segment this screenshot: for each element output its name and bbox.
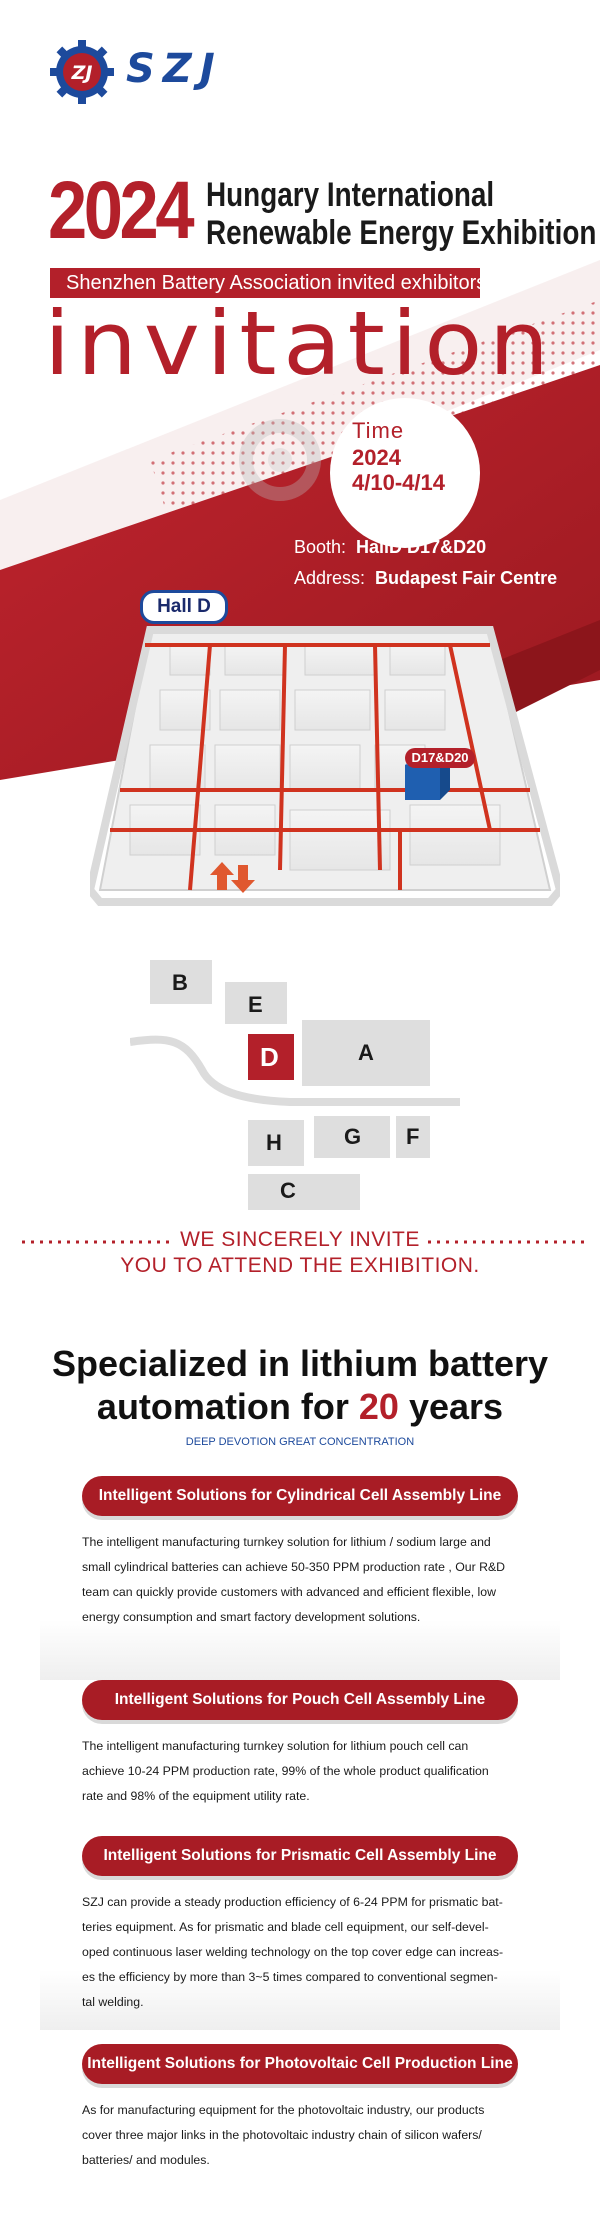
time-year: 2024 xyxy=(352,445,401,470)
invitation-heading: invitation xyxy=(44,292,556,395)
hall-d-block xyxy=(248,1034,294,1080)
hall-f-block xyxy=(396,1116,430,1158)
hall-g-block xyxy=(314,1116,390,1158)
booth-value: HallD D17&D20 xyxy=(356,537,487,557)
association-banner: Shenzhen Battery Association invited exh… xyxy=(50,268,486,298)
exhibition-title: Hungary International Renewable Energy E… xyxy=(206,176,596,252)
solution-line: SZJ can provide a steady production effi… xyxy=(82,1895,503,1909)
event-year: 2024 xyxy=(48,165,195,256)
solution-body-pouch: The intelligent manufacturing turnkey so… xyxy=(82,1734,522,1809)
time-label: Time xyxy=(352,418,405,443)
site-plan-road xyxy=(130,1035,460,1106)
specialization-heading-line2: automation for 20 years xyxy=(0,1386,600,1428)
solution-title-photovoltaic: Intelligent Solutions for Photovoltaic C… xyxy=(82,2044,518,2084)
solution-title-pouch: Intelligent Solutions for Pouch Cell Ass… xyxy=(82,1680,518,1720)
site-plan: B E D A H G F C xyxy=(130,960,470,1210)
solution-line: As for manufacturing equipment for the p… xyxy=(82,2103,485,2117)
hall-d-label: D xyxy=(260,1042,279,1072)
solution-line: cover three major links in the photovolt… xyxy=(82,2128,482,2142)
address-value: Budapest Fair Centre xyxy=(375,568,558,588)
brand-logo: ZJ SZJ xyxy=(50,40,250,104)
hall-b-block xyxy=(150,960,212,1004)
exhibition-title-line1: Hungary International xyxy=(206,176,495,214)
hall-d-tag: Hall D xyxy=(140,590,228,624)
exhibition-title-line2: Renewable Energy Exhibition xyxy=(206,214,597,252)
gear-logo-icon: ZJ xyxy=(50,40,114,104)
hall-wall xyxy=(90,626,560,906)
brand-name: SZJ xyxy=(126,46,223,92)
time-dates: 4/10-4/14 xyxy=(352,470,445,495)
booth-label: Booth: xyxy=(294,537,347,557)
solution-line: oped continuous laser welding technology… xyxy=(82,1945,504,1959)
machine-photo-background xyxy=(40,1620,560,1680)
solution-line: tal welding. xyxy=(82,1995,144,2009)
specialization-heading-line1: Specialized in lithium battery xyxy=(51,1343,549,1384)
dotted-rule-left xyxy=(22,1240,172,1244)
solution-line: The intelligent manufacturing turnkey so… xyxy=(82,1535,491,1549)
booth-number-tag: D17&D20 xyxy=(405,748,475,768)
solution-line: The intelligent manufacturing turnkey so… xyxy=(82,1739,469,1753)
booth-info: Booth: HallD D17&D20 xyxy=(294,537,486,558)
hall-e-block xyxy=(225,982,287,1024)
machine-photo-background xyxy=(40,1970,560,2030)
logo-monogram: ZJ xyxy=(71,62,93,84)
solution-line: batteries/ and modules. xyxy=(82,2153,210,2167)
hall-floor-map xyxy=(90,626,560,906)
solution-body-prismatic: SZJ can provide a steady production effi… xyxy=(82,1890,522,2015)
solution-line: team can quickly provide customers with … xyxy=(82,1585,496,1599)
solution-body-photovoltaic: As for manufacturing equipment for the p… xyxy=(82,2098,522,2173)
invite-text-line1: WE SINCERELY INVITE xyxy=(180,1228,420,1251)
spec-prefix: automation for xyxy=(96,1386,359,1427)
spec-suffix: years xyxy=(398,1386,504,1427)
address-label: Address: xyxy=(294,568,366,588)
hall-f-label: F xyxy=(406,1124,420,1149)
time-circle xyxy=(330,398,480,548)
solution-title-prismatic: Intelligent Solutions for Prismatic Cell… xyxy=(82,1836,518,1876)
tagline: DEEP DEVOTION GREAT CONCENTRATION xyxy=(185,1436,415,1448)
hall-e-label: E xyxy=(248,992,263,1017)
solution-line: teries equipment. As for prismatic and b… xyxy=(82,1920,489,1934)
hall-g-label: G xyxy=(344,1124,362,1149)
hall-a-label: A xyxy=(358,1040,374,1065)
hall-h-label: H xyxy=(266,1130,282,1155)
solution-line: achieve 10-24 PPM production rate, 99% o… xyxy=(82,1764,489,1778)
solution-line: rate and 98% of the equipment utility ra… xyxy=(82,1789,310,1803)
hall-c-label: C xyxy=(280,1178,296,1203)
solution-title-cylindrical: Intelligent Solutions for Cylindrical Ce… xyxy=(82,1476,518,1516)
hall-c-block xyxy=(248,1174,360,1210)
hall-b-label: B xyxy=(172,970,188,995)
invite-text-line2: YOU TO ATTEND THE EXHIBITION. xyxy=(120,1254,480,1277)
hall-h-block xyxy=(248,1120,304,1166)
solution-line: small cylindrical batteries can achieve … xyxy=(82,1560,506,1574)
address-info: Address: Budapest Fair Centre xyxy=(294,568,557,589)
solution-line: es the efficiency by more than 3~5 times… xyxy=(82,1970,498,1984)
solution-line: energy consumption and smart factory dev… xyxy=(82,1610,421,1624)
years-number: 20 xyxy=(358,1386,399,1427)
hall-a-block xyxy=(302,1020,430,1086)
solution-body-cylindrical: The intelligent manufacturing turnkey so… xyxy=(82,1530,522,1630)
